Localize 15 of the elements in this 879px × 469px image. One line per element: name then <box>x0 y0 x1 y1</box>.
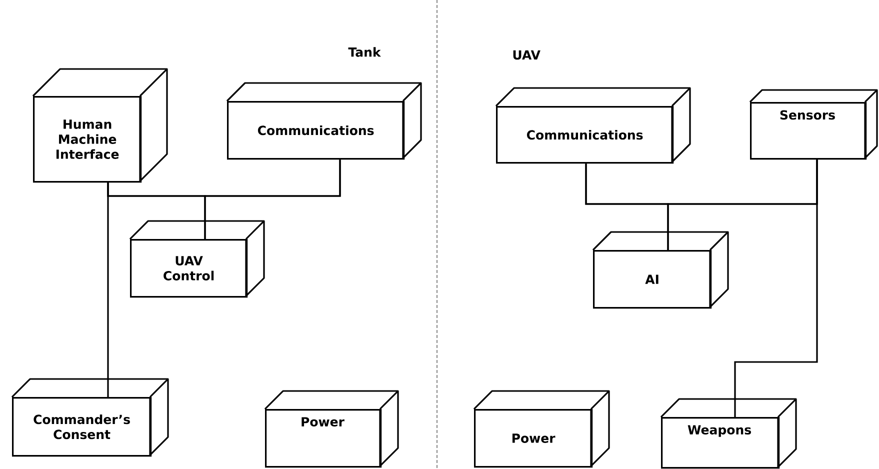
connector-line <box>107 182 109 397</box>
cube-box: UAV Control <box>129 220 265 298</box>
cube-box: Communications <box>495 87 691 164</box>
section-label: Tank <box>348 47 382 57</box>
section-label: UAV <box>513 50 540 60</box>
cube-box: Power <box>264 390 399 468</box>
cube-box: Power <box>473 390 610 468</box>
cube-box: Commander’s Consent <box>11 378 169 457</box>
cube-box: Communications <box>226 82 422 160</box>
cube-box: Sensors <box>749 89 878 160</box>
cube-box: Human Machine Interface <box>32 68 168 183</box>
connector-line <box>734 160 818 417</box>
connector-line <box>204 160 341 239</box>
cube-box: Weapons <box>660 398 797 469</box>
cube-box: AI <box>592 231 729 309</box>
